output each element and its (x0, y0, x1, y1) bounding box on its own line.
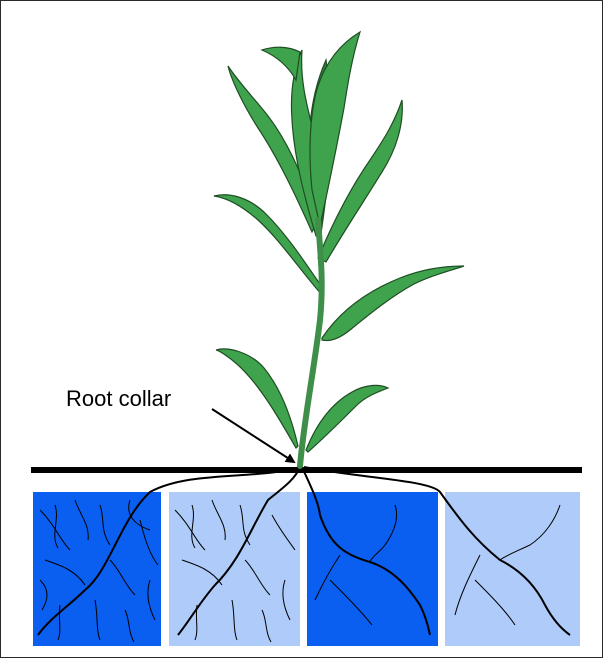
panel-sparse-roots-dark (307, 492, 438, 646)
plant-leaves (214, 32, 464, 452)
soil-surface-line (31, 467, 582, 473)
root-collar-label: Root collar (66, 386, 171, 412)
panel-sparse-roots-light (445, 492, 580, 646)
